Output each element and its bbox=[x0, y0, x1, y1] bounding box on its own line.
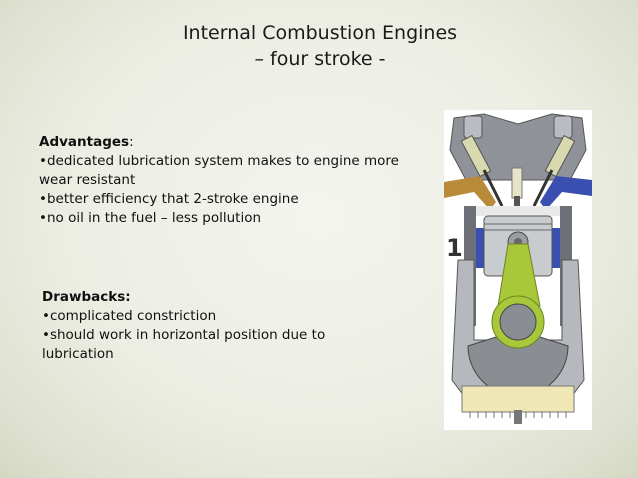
drawbacks-item: •complicated constriction bbox=[42, 308, 217, 324]
connecting-rod bbox=[497, 243, 541, 307]
advantages-item: •dedicated lubrication system makes to e… bbox=[39, 153, 399, 188]
intake-valve bbox=[460, 134, 504, 207]
crankshaft bbox=[499, 303, 537, 341]
stroke-number: 1 bbox=[446, 234, 463, 262]
drain-plug bbox=[514, 410, 522, 424]
drawbacks-section: Drawbacks: •complicated constriction •sh… bbox=[42, 288, 372, 364]
oil-sump bbox=[461, 385, 575, 413]
exhaust-valve-spring bbox=[553, 115, 573, 139]
engine-diagram: 1 bbox=[444, 110, 592, 430]
advantages-item: •no oil in the fuel – less pollution bbox=[39, 210, 262, 226]
drawbacks-item: •should work in horizontal position due … bbox=[42, 327, 326, 362]
drawbacks-heading: Drawbacks: bbox=[42, 289, 131, 305]
intake-valve-spring bbox=[463, 115, 483, 139]
slide-title: Internal Combustion Engines – four strok… bbox=[150, 20, 490, 72]
combustion-chamber bbox=[476, 206, 560, 216]
sump-fins bbox=[469, 412, 567, 418]
advantages-item: •better efficiency that 2-stroke engine bbox=[39, 191, 299, 207]
title-line-1: Internal Combustion Engines bbox=[182, 22, 458, 44]
coolant-jacket-left bbox=[476, 228, 484, 268]
advantages-heading: Advantages: bbox=[39, 134, 134, 150]
exhaust-port bbox=[540, 176, 592, 210]
title-line-2: – four stroke - bbox=[254, 48, 386, 70]
advantages-section: Advantages: •dedicated lubrication syste… bbox=[39, 133, 399, 228]
coolant-jacket-right bbox=[552, 228, 560, 268]
exhaust-valve bbox=[532, 134, 576, 207]
spark-plug bbox=[511, 167, 523, 206]
intake-port bbox=[444, 176, 496, 210]
